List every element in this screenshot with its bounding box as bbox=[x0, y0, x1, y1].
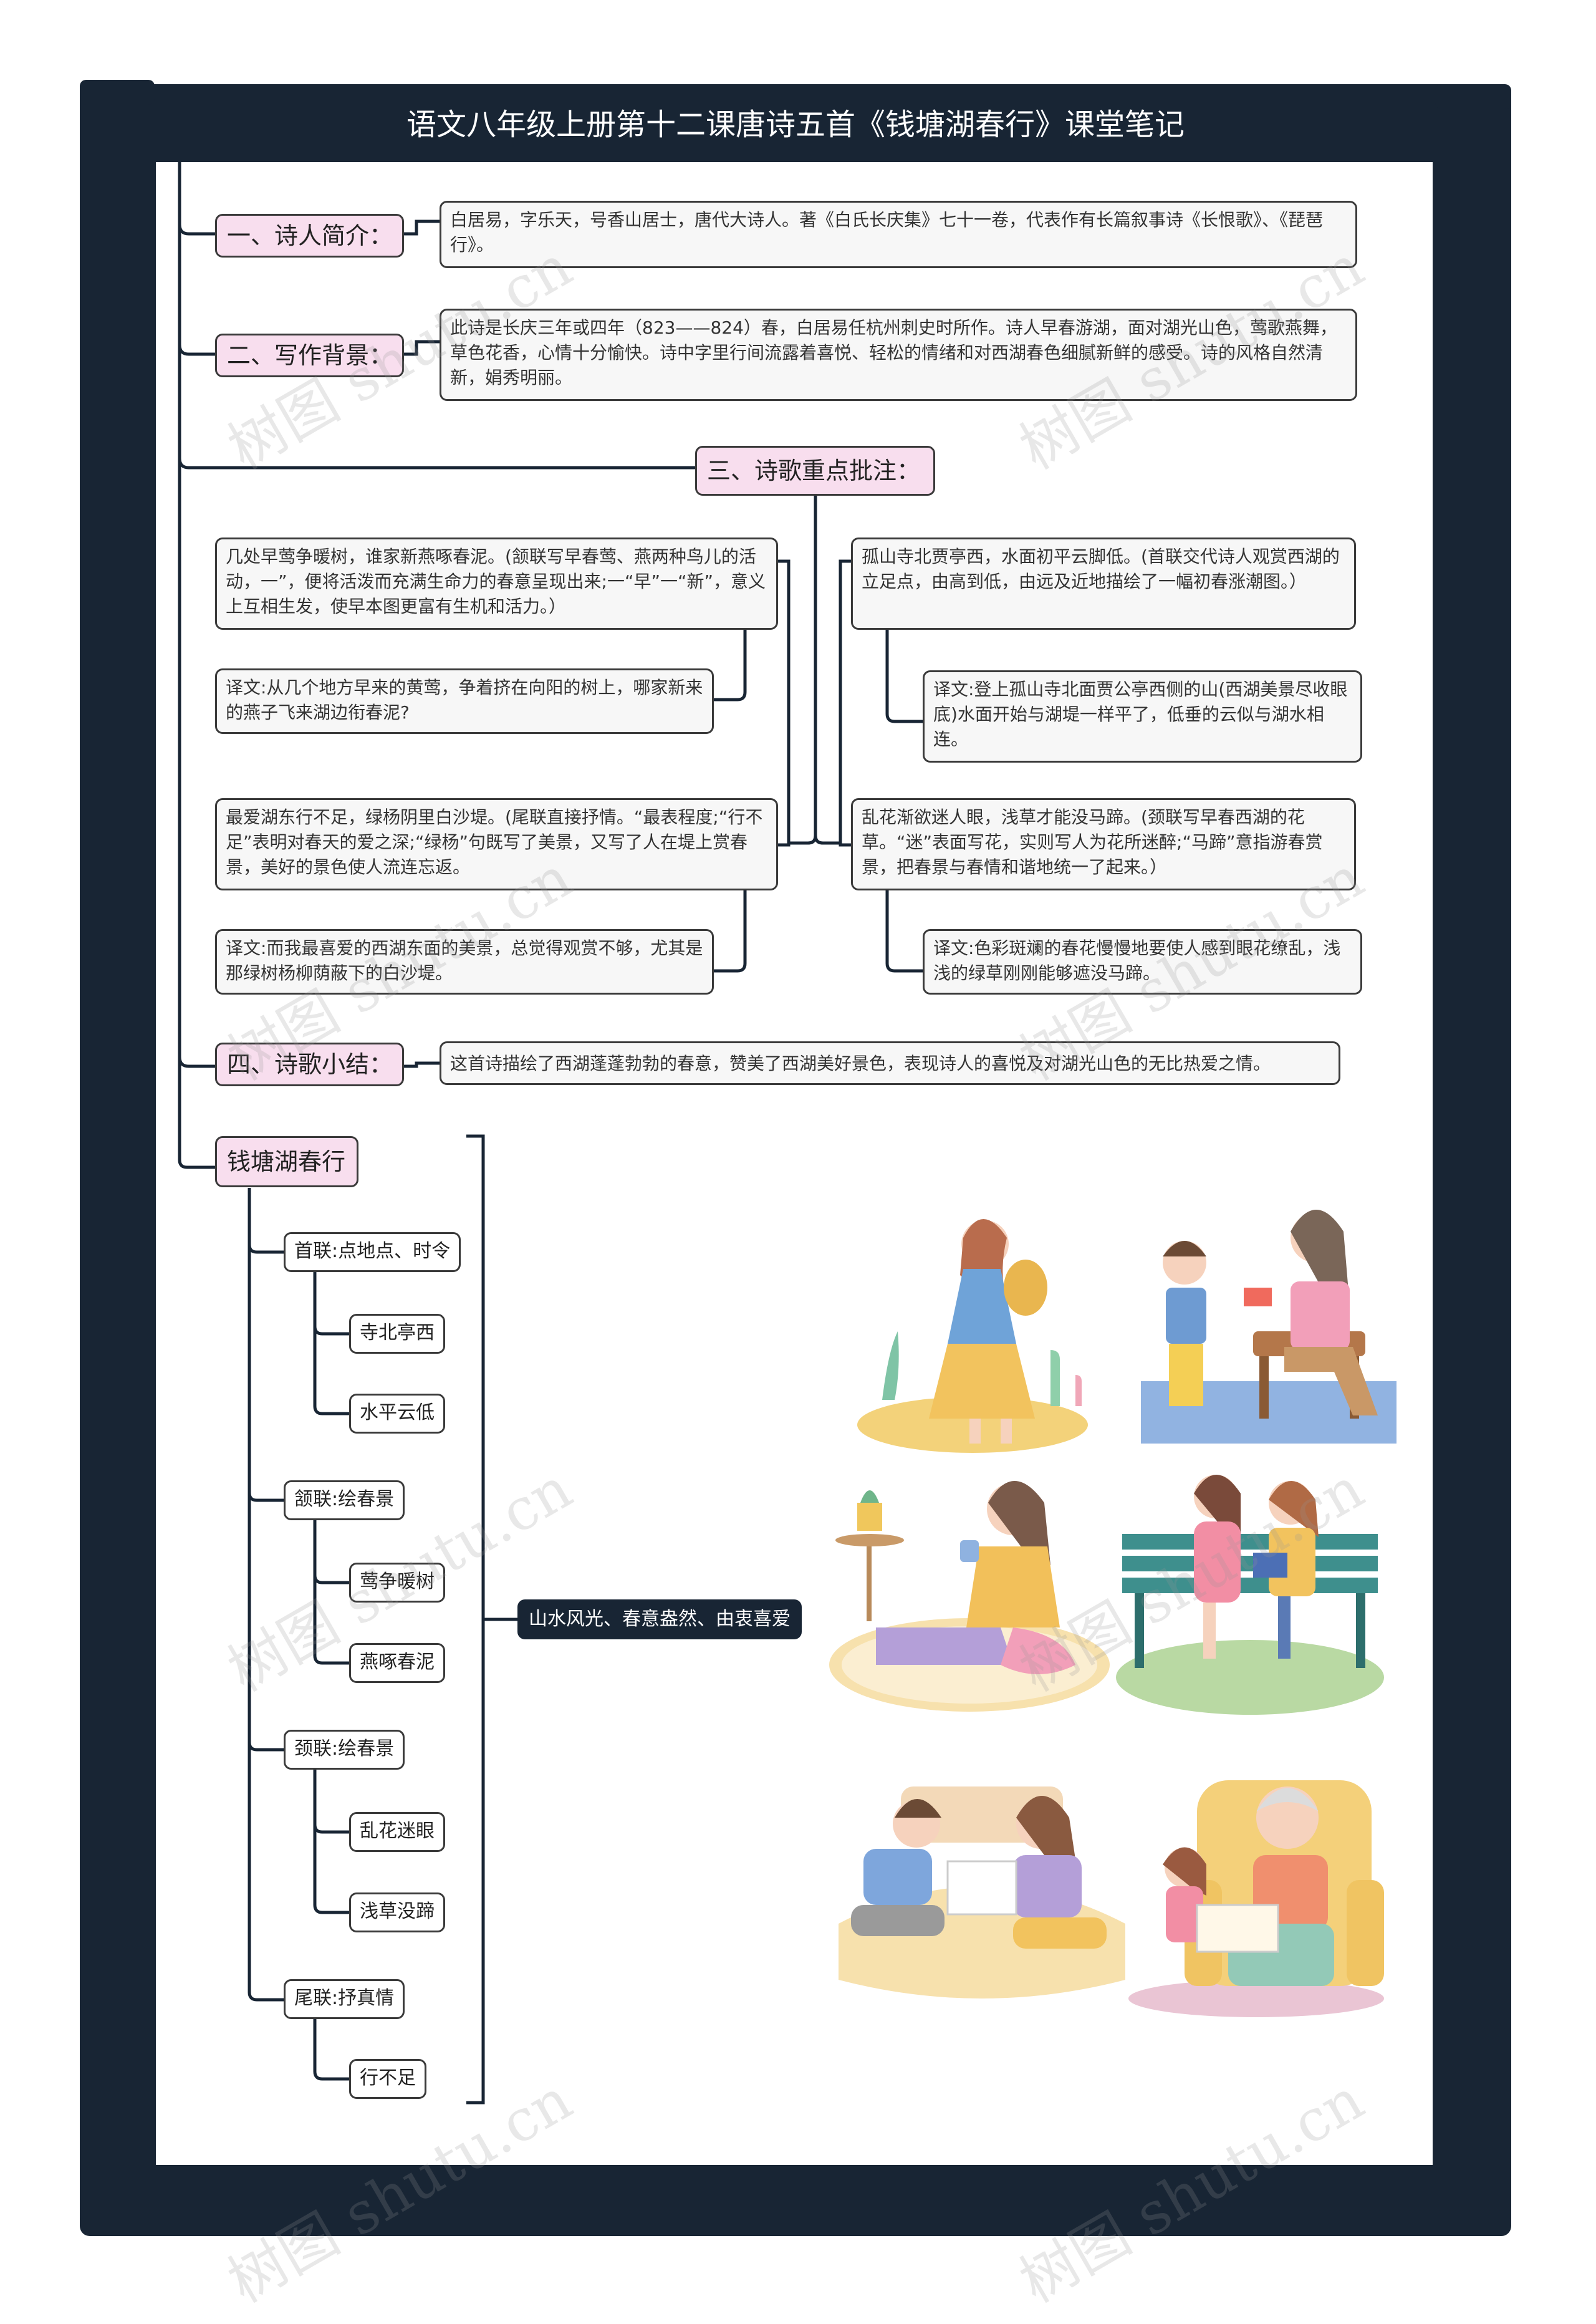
section-poet-intro-heading: 一、诗人简介： bbox=[215, 214, 404, 258]
section-background-heading: 二、写作背景： bbox=[215, 334, 404, 377]
poem-item: 浅草没蹄 bbox=[349, 1892, 445, 1932]
frame-corner-right bbox=[1435, 84, 1511, 109]
note-line-3-4: 几处早莺争暖树，谁家新燕啄春泥。(颔联写早春莺、燕两种鸟儿的活动，一”，便将活泼… bbox=[215, 538, 778, 630]
poem-item: 燕啄春泥 bbox=[349, 1643, 445, 1683]
poem-group-2: 颔联:绘春景 bbox=[284, 1480, 405, 1520]
poem-summary-node: 山水风光、春意盎然、由衷喜爱 bbox=[517, 1599, 802, 1639]
note-line-7-8: 最爱湖东行不足，绿杨阴里白沙堤。(尾联直接抒情。“最表程度;“行不足”表明对春天… bbox=[215, 798, 778, 890]
poem-group-1: 首联:点地点、时令 bbox=[284, 1232, 461, 1272]
illustration-girl-with-hat bbox=[857, 1219, 1088, 1453]
poem-item: 莺争暖树 bbox=[349, 1563, 445, 1603]
illustration-women-on-bench bbox=[1116, 1475, 1384, 1715]
poem-group-3: 颈联:绘春景 bbox=[284, 1730, 405, 1770]
background-text: 此诗是长庆三年或四年（823——824）春，白居易任杭州刺史时所作。诗人早春游湖… bbox=[440, 309, 1357, 401]
poem-title-node: 钱塘湖春行 bbox=[215, 1136, 358, 1187]
frame-corner-left bbox=[80, 80, 155, 105]
poem-group-4: 尾联:抒真情 bbox=[284, 1979, 405, 2019]
note-line-7-8-translation: 译文:而我最喜爱的西湖东面的美景，总觉得观赏不够，尤其是那绿树杨柳荫蔽下的白沙堤… bbox=[215, 929, 714, 995]
poem-item: 水平云低 bbox=[349, 1394, 445, 1434]
note-line-1-2-translation: 译文:登上孤山寺北面贾公亭西侧的山(西湖美景尽收眼底)水面开始与湖堤一样平了，低… bbox=[923, 670, 1362, 763]
poem-item: 乱花迷眼 bbox=[349, 1812, 445, 1852]
section-summary-heading: 四、诗歌小结： bbox=[215, 1043, 404, 1086]
note-line-3-4-translation: 译文:从几个地方早来的黄莺，争着挤在向阳的树上，哪家新来的燕子飞来湖边衔春泥? bbox=[215, 668, 714, 734]
illustration-couple-drawing bbox=[839, 1786, 1125, 1999]
note-line-5-6: 乱花渐欲迷人眼，浅草才能没马蹄。(颈联写早春西湖的花草。“迷”表面写花，实则写人… bbox=[851, 798, 1356, 890]
poet-intro-text: 白居易，字乐天，号香山居士，唐代大诗人。著《白氏长庆集》七十一卷，代表作有长篇叙… bbox=[440, 201, 1357, 268]
note-line-1-2: 孤山寺北贾亭西，水面初平云脚低。(首联交代诗人观赏西湖的立足点，由高到低，由远及… bbox=[851, 538, 1356, 630]
summary-text: 这首诗描绘了西湖蓬蓬勃勃的春意，赞美了西湖美好景色，表现诗人的喜悦及对湖光山色的… bbox=[440, 1041, 1340, 1085]
page-title: 语文八年级上册第十二课唐诗五首《钱塘湖春行》课堂笔记 bbox=[406, 107, 1185, 142]
illustration-grandmother-reading bbox=[1128, 1780, 1384, 2017]
poem-item: 行不足 bbox=[349, 2059, 426, 2099]
poem-item: 寺北亭西 bbox=[349, 1314, 445, 1354]
note-line-5-6-translation: 译文:色彩斑斓的春花慢慢地要使人感到眼花缭乱，浅浅的绿草刚刚能够遮没马蹄。 bbox=[923, 929, 1362, 995]
illustration-mother-and-son-gift bbox=[1141, 1210, 1396, 1444]
section-annotations-heading: 三、诗歌重点批注： bbox=[695, 446, 935, 496]
illustration-girl-on-rug bbox=[829, 1481, 1110, 1712]
